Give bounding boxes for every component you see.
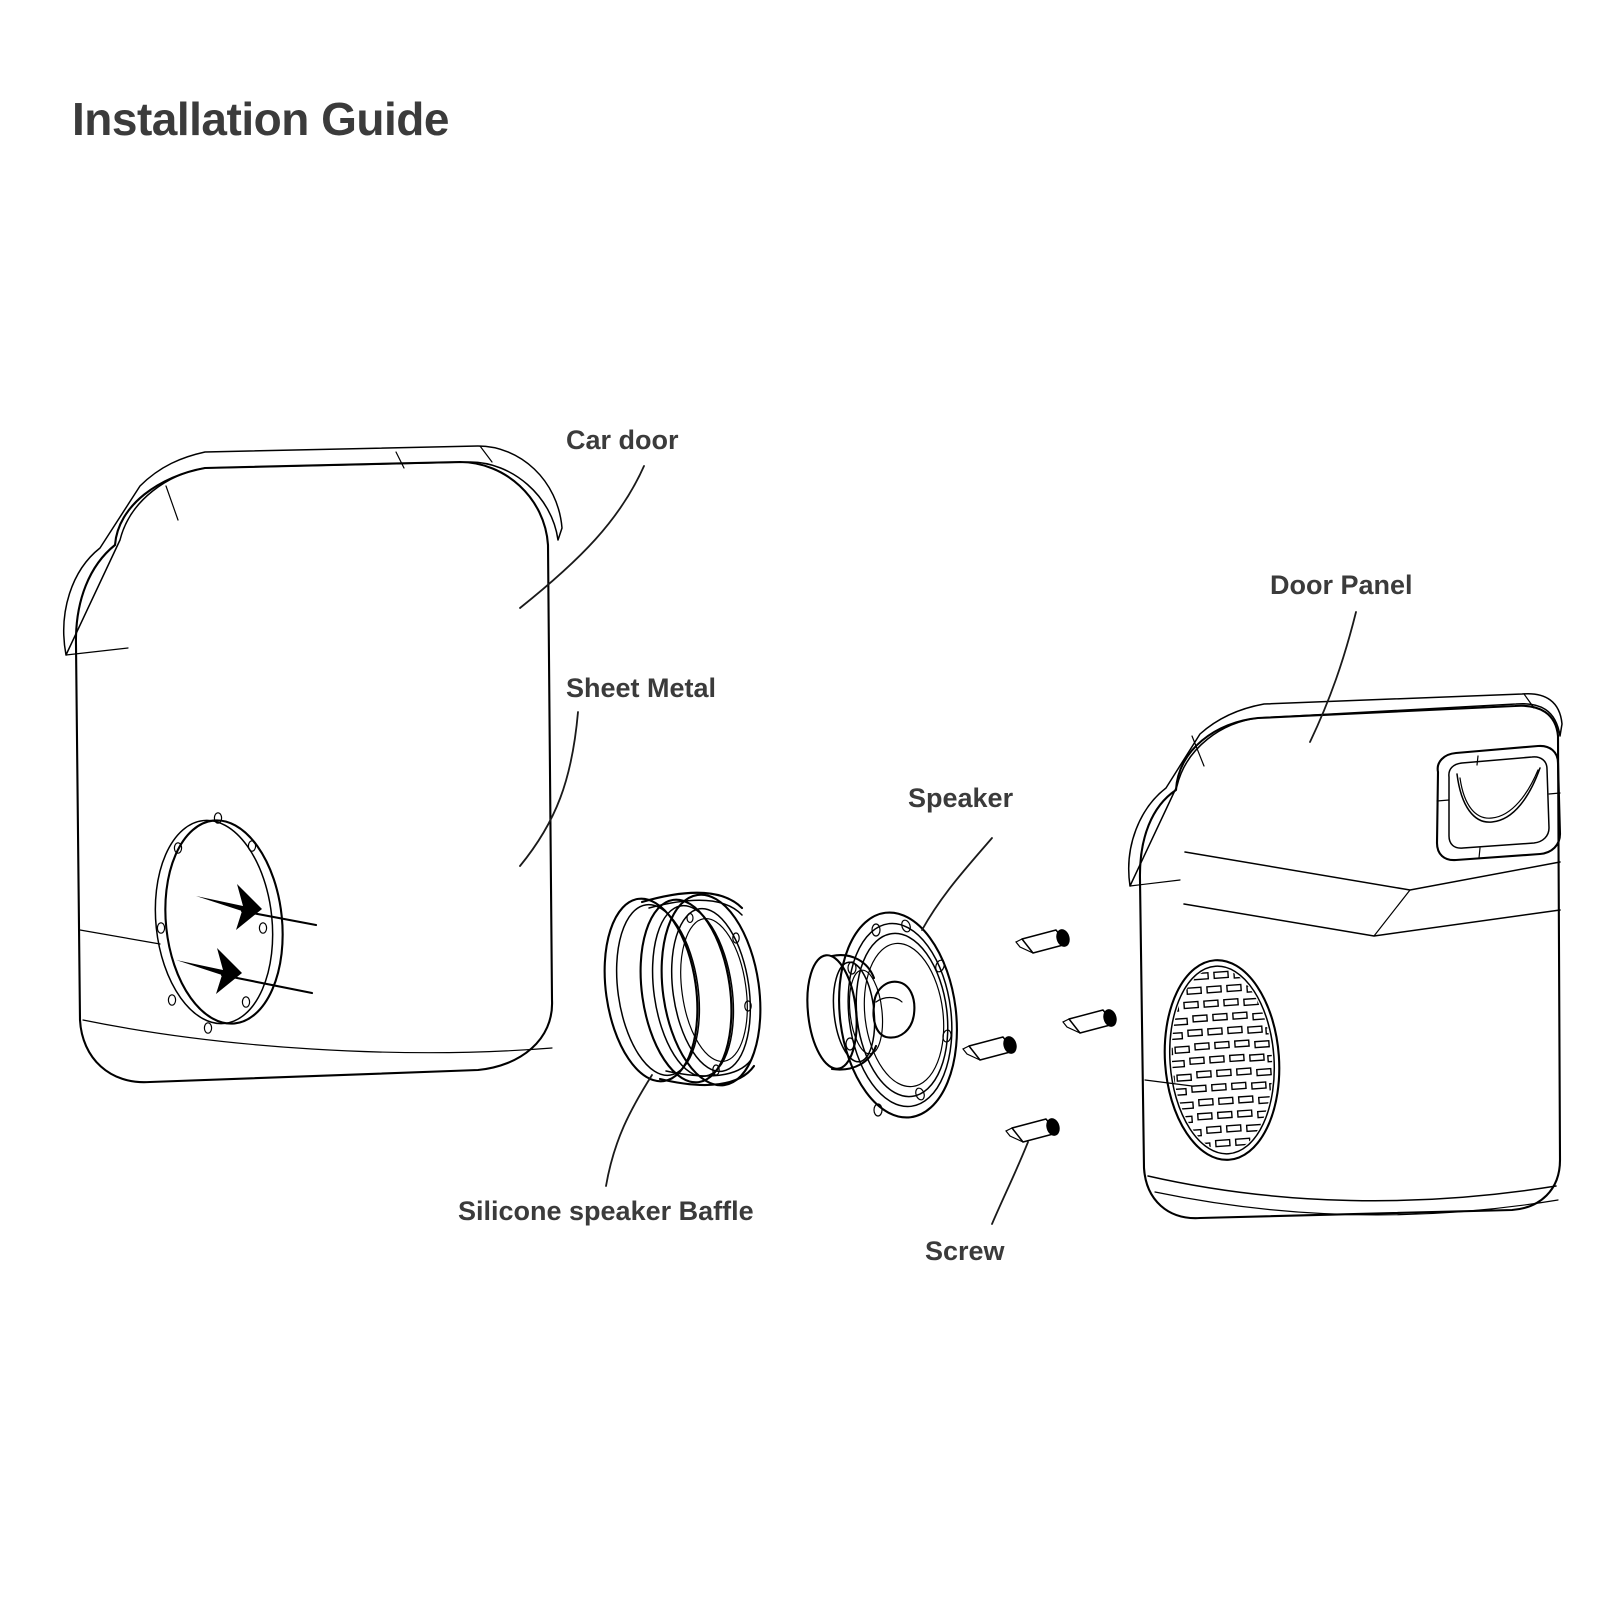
leader-speaker bbox=[921, 837, 993, 931]
car-door-part bbox=[63, 445, 563, 1084]
leader-screw bbox=[991, 1141, 1029, 1225]
screw-2 bbox=[1062, 1009, 1117, 1034]
install-direction-arrows bbox=[176, 884, 318, 995]
silicone-baffle-part bbox=[603, 891, 762, 1087]
leader-baffle bbox=[605, 1074, 653, 1187]
page-title: Installation Guide bbox=[72, 93, 449, 145]
leader-sheet-metal bbox=[519, 711, 579, 867]
mounting-holes bbox=[156, 812, 268, 1034]
label-door-panel: Door Panel bbox=[1270, 570, 1413, 600]
screw-1 bbox=[1015, 929, 1070, 954]
leader-door-panel bbox=[1309, 611, 1357, 743]
leader-car-door bbox=[519, 465, 645, 609]
door-handle bbox=[1435, 744, 1562, 862]
label-sheet-metal: Sheet Metal bbox=[566, 673, 717, 703]
label-car-door: Car door bbox=[566, 425, 679, 455]
grille-slots bbox=[1165, 970, 1279, 1156]
screws-group bbox=[962, 929, 1117, 1143]
speaker-grille bbox=[1163, 959, 1281, 1161]
label-speaker: Speaker bbox=[908, 783, 1014, 813]
label-screw: Screw bbox=[925, 1236, 1005, 1266]
screw-3 bbox=[962, 1036, 1017, 1061]
screw-4 bbox=[1005, 1118, 1060, 1143]
speaker-part bbox=[806, 911, 958, 1119]
label-silicone-speaker-baffle: Silicone speaker Baffle bbox=[458, 1196, 754, 1226]
door-panel-part bbox=[1128, 693, 1563, 1220]
